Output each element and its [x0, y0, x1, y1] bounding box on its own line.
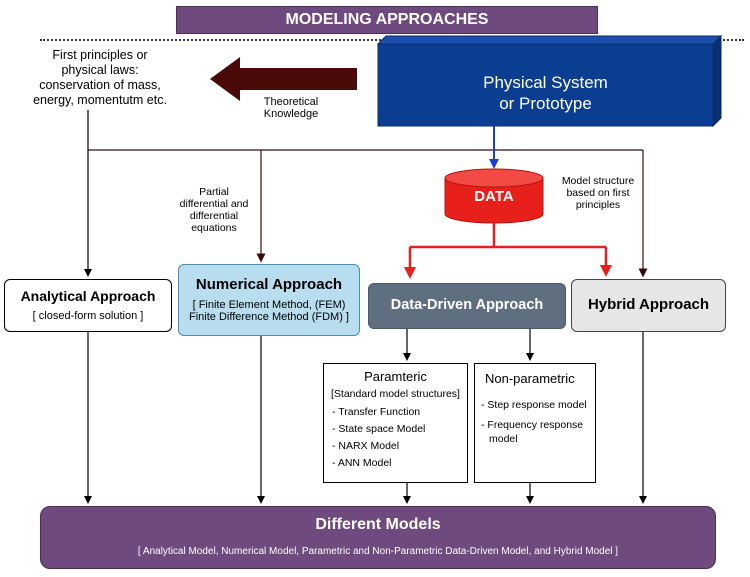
model-structure-label: Model structure based on first principle…: [561, 175, 635, 211]
parametric-subtitle: [Standard model structures]: [331, 388, 460, 400]
list-item: - Transfer Function: [332, 406, 421, 418]
list-item: - NARX Model: [332, 440, 400, 452]
physical-system-top: [376, 35, 723, 45]
physical-system-label: Physical System or Prototype: [483, 73, 608, 113]
non-parametric-box: Non-parametric - Step response model - F…: [474, 363, 596, 483]
hybrid-approach-box: Hybrid Approach: [571, 279, 726, 332]
numerical-sub1: [ Finite Element Method, (FEM): [192, 299, 346, 311]
numerical-approach-box: Numerical Approach [ Finite Element Meth…: [178, 264, 360, 336]
numerical-title: Numerical Approach: [195, 276, 343, 293]
first-principles-text: First principles or physical laws: conse…: [33, 48, 167, 107]
different-models-title: Different Models: [315, 516, 441, 533]
analytical-title: Analytical Approach: [20, 288, 156, 304]
data-driven-approach-box: Data-Driven Approach: [368, 283, 566, 329]
list-item: - Frequency response: [481, 419, 584, 431]
parametric-box: Paramteric [Standard model structures] -…: [323, 363, 468, 483]
analytical-approach-box: Analytical Approach [ closed-form soluti…: [4, 279, 172, 332]
list-item: - Step response model: [481, 399, 587, 411]
theoretical-knowledge-label: Theoretical Knowledge: [263, 96, 319, 120]
list-item: - ANN Model: [332, 457, 392, 469]
different-models-box: Different Models [ Analytical Model, Num…: [40, 506, 716, 569]
parametric-title: Paramteric: [364, 369, 427, 384]
page-title: MODELING APPROACHES: [176, 6, 598, 34]
theoretical-arrow: [210, 57, 357, 101]
non-parametric-title: Non-parametric: [485, 371, 575, 386]
data-driven-title: Data-Driven Approach: [390, 297, 544, 313]
analytical-subtitle: [ closed-form solution ]: [32, 310, 144, 322]
list-item: - State space Model: [332, 423, 426, 435]
list-item: model: [489, 433, 518, 445]
physical-system-side: [712, 34, 722, 128]
pde-label: Partial differential and differential eq…: [179, 186, 249, 234]
hybrid-title: Hybrid Approach: [587, 296, 710, 313]
different-models-subtitle: [ Analytical Model, Numerical Model, Par…: [137, 546, 619, 557]
physical-system-front: [377, 43, 714, 127]
data-cylinder: [444, 178, 544, 224]
numerical-sub2: Finite Difference Method (FDM) ]: [189, 311, 349, 323]
data-label: DATA: [474, 188, 514, 205]
